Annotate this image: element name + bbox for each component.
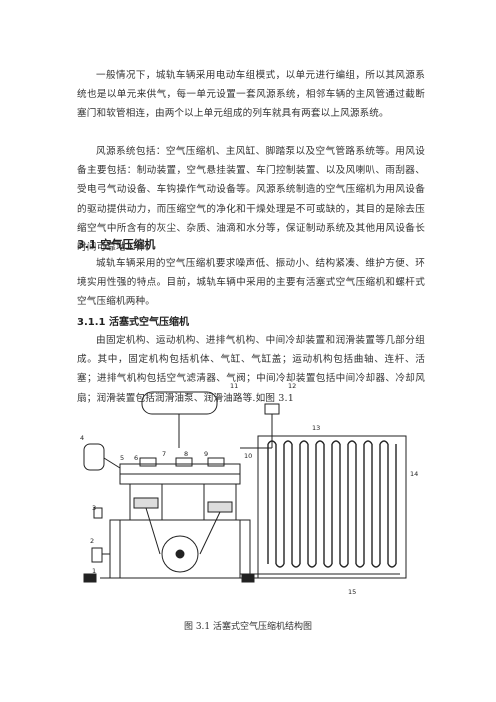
paragraph-compressor-requirements: 城轨车辆采用的空气压缩机要求噪声低、振动小、结构紧凑、维护方便、环境实用性强的特… bbox=[77, 258, 425, 308]
figure-caption: 图 3.1 活塞式空气压缩机结构图 bbox=[183, 622, 313, 632]
callout-4: 4 bbox=[80, 434, 84, 442]
valve-shape bbox=[264, 403, 280, 415]
paragraph-piston-compressor-structure: 由固定机构、运动机构、进排气机构、中间冷却装置和润滑装置等几部分组成。其中，固定… bbox=[77, 335, 425, 404]
callout-15: 15 bbox=[348, 588, 356, 596]
callout-14: 14 bbox=[410, 470, 418, 478]
callout-5: 5 bbox=[120, 454, 124, 462]
compressor-diagram: 1 2 3 4 5 6 7 8 9 10 11 12 13 14 15 bbox=[80, 382, 418, 596]
callout-7: 7 bbox=[162, 450, 166, 458]
callout-12: 12 bbox=[288, 382, 296, 390]
callout-8: 8 bbox=[184, 450, 188, 458]
callout-2: 2 bbox=[90, 537, 94, 545]
callout-1: 1 bbox=[92, 567, 96, 575]
subsection-heading: 3.1.1 活塞式空气压缩机 bbox=[77, 317, 189, 328]
main-reservoir-shape bbox=[141, 391, 218, 415]
callout-11: 11 bbox=[230, 382, 238, 390]
callout-13: 13 bbox=[312, 424, 320, 432]
callout-6: 6 bbox=[134, 454, 138, 462]
crankcase-shape bbox=[109, 519, 251, 579]
paragraph-air-source-system: 风源系统包括：空气压缩机、主风缸、脚踏泵以及空气管路系统等。用风设备主要包括：制… bbox=[77, 146, 425, 254]
section-heading: 3.1 空气压缩机 bbox=[77, 238, 156, 251]
paragraph-intro: 一般情况下，城轨车辆采用电动车组模式，以单元进行编组，所以其风源系统也是以单元来… bbox=[77, 70, 425, 120]
air-filter-shape bbox=[83, 443, 105, 471]
callout-10: 10 bbox=[244, 452, 252, 460]
compressor-structure-figure: 1 2 3 4 5 6 7 8 9 10 11 12 13 14 15 bbox=[80, 378, 420, 608]
callout-3: 3 bbox=[92, 504, 96, 512]
callout-9: 9 bbox=[204, 450, 208, 458]
intercooler-shape bbox=[257, 435, 407, 579]
